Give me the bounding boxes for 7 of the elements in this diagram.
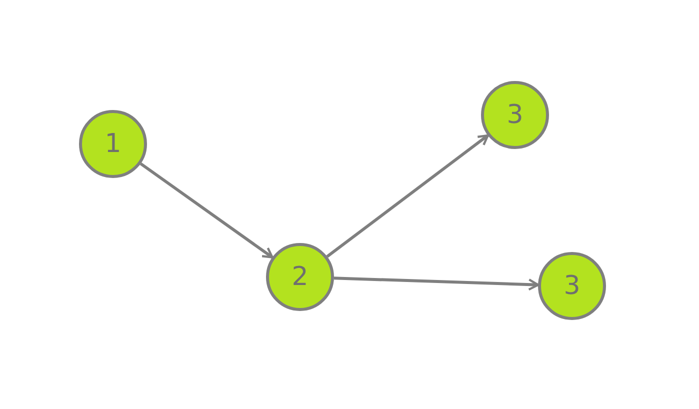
node-label: 1 (104, 129, 122, 159)
arrow (334, 276, 540, 291)
node-label: 2 (292, 262, 308, 292)
arrow (140, 162, 274, 259)
node-label: 3 (506, 100, 524, 130)
node-label: 3 (564, 271, 580, 301)
arrow (326, 134, 489, 258)
